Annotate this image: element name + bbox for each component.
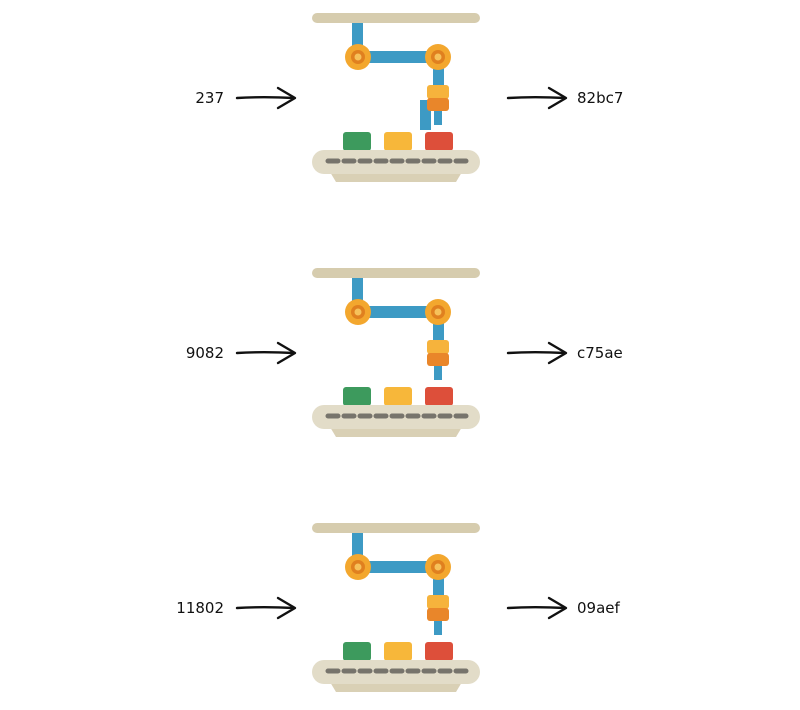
arrow-right-icon [506, 596, 568, 620]
output-value: 09aef [577, 599, 620, 617]
input-value: 9082 [185, 344, 224, 362]
process-row-2: 9082 c75ae [0, 255, 800, 455]
arrow-right-icon [235, 596, 297, 620]
input-value: 11802 [176, 599, 224, 617]
robot-arm-conveyor-icon [312, 523, 480, 692]
process-row-3: 11802 09aef [0, 510, 800, 710]
output-value: 82bc7 [577, 89, 624, 107]
process-row-1: 237 82bc7 [0, 0, 800, 200]
input-value: 237 [195, 89, 224, 107]
output-value: c75ae [577, 344, 623, 362]
robot-arm-conveyor-icon [312, 13, 480, 182]
arrow-right-icon [235, 341, 297, 365]
arrow-right-icon [235, 86, 297, 110]
arrow-right-icon [506, 341, 568, 365]
arrow-right-icon [506, 86, 568, 110]
robot-arm-conveyor-icon [312, 268, 480, 437]
